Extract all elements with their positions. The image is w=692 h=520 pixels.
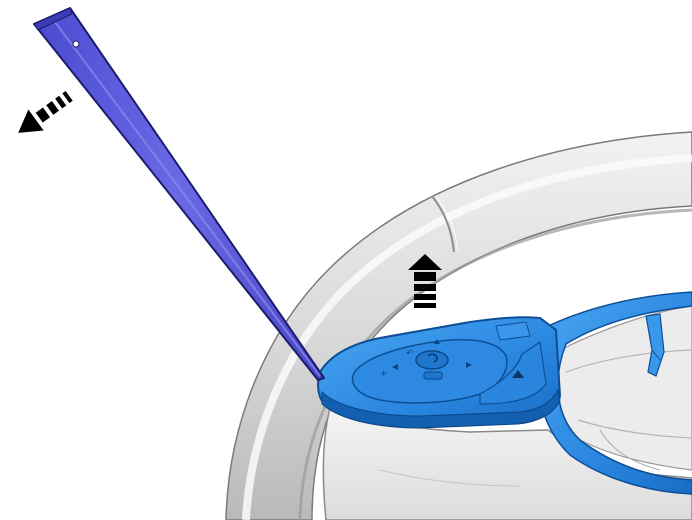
- trim-removal-tool: [34, 8, 324, 380]
- svg-text:+: +: [380, 369, 388, 379]
- tool-hole-icon: [73, 41, 79, 47]
- svg-text:↶: ↶: [406, 349, 414, 359]
- pry-direction-arrow-icon: [11, 85, 77, 143]
